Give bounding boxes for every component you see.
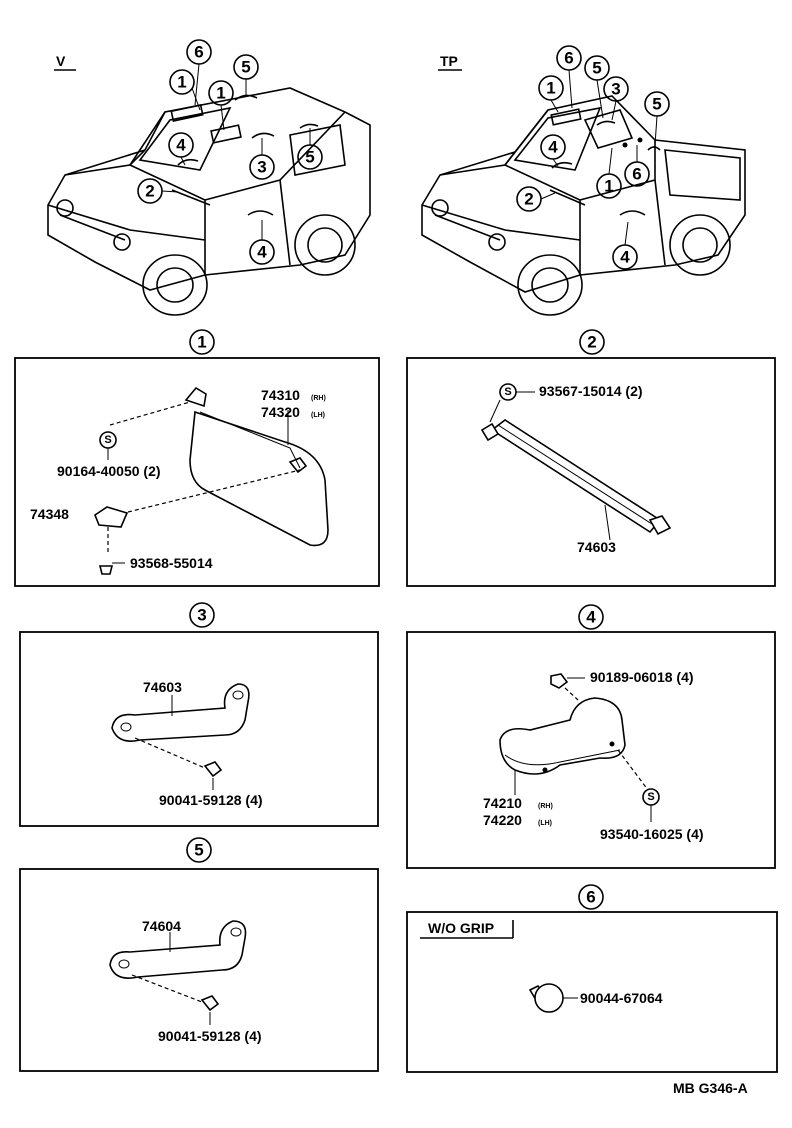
svg-text:6: 6 (632, 165, 641, 184)
section-1-number: 1 (197, 333, 206, 352)
assist-grip-74604 (109, 920, 247, 979)
section-6-number: 6 (586, 888, 595, 907)
label-74320: 74320 (261, 404, 300, 420)
svg-text:2: 2 (524, 190, 533, 209)
label-90044-67064: 90044-67064 (580, 990, 663, 1006)
vehicle-v: V 6 1 1 5 4 3 (47, 39, 371, 316)
svg-text:1: 1 (604, 177, 613, 196)
vehicle-tp: TP 6 5 1 3 5 4 1 (421, 45, 746, 316)
label-74210: 74210 (483, 795, 522, 811)
section-5-number: 5 (194, 841, 203, 860)
vehicle-v-callouts: 6 1 1 5 4 3 5 2 4 (137, 39, 323, 265)
svg-text:2: 2 (145, 182, 154, 201)
section-3: 3 74603 90041-59128 (4) (19, 602, 379, 827)
svg-text:1: 1 (216, 84, 225, 103)
label-90041-59128-b: 90041-59128 (4) (158, 1028, 262, 1044)
label-90041-59128-a: 90041-59128 (4) (159, 792, 263, 808)
label-93567-15014: 93567-15014 (2) (539, 383, 643, 399)
section-2-number: 2 (587, 333, 596, 352)
section-1: 1 S 74310 (RH) 74320 (LH) 90164-40050 (2… (14, 329, 380, 587)
label-74310-suffix: (RH) (311, 395, 326, 402)
svg-text:S: S (104, 434, 111, 446)
svg-text:4: 4 (620, 248, 630, 267)
section-3-number: 3 (197, 606, 206, 625)
grip-screw-5 (200, 995, 220, 1012)
label-74220-suffix: (LH) (538, 820, 552, 827)
vehicle-v-label: V (56, 53, 66, 69)
assist-grip-74603 (111, 683, 250, 742)
vehicle-tp-label: TP (440, 53, 458, 69)
svg-text:S: S (504, 386, 511, 398)
label-90164-40050: 90164-40050 (2) (57, 463, 161, 479)
svg-text:3: 3 (611, 80, 620, 99)
label-74603-grip: 74603 (143, 679, 182, 695)
section-4-number: 4 (586, 608, 596, 627)
plug-90044 (534, 983, 564, 1013)
svg-text:6: 6 (194, 43, 203, 62)
svg-text:5: 5 (241, 58, 250, 77)
svg-text:4: 4 (548, 138, 558, 157)
vehicle-tp-callouts: 6 5 1 3 5 4 1 6 2 4 (516, 45, 670, 270)
label-93568-55014: 93568-55014 (130, 555, 213, 571)
label-74348: 74348 (30, 506, 69, 522)
visor-screw (98, 565, 114, 575)
svg-text:1: 1 (546, 79, 555, 98)
section-5: 5 74604 90041-59128 (4) (19, 837, 379, 1072)
label-93540-16025: 93540-16025 (4) (600, 826, 704, 842)
label-74603-rod: 74603 (577, 539, 616, 555)
label-74310: 74310 (261, 387, 300, 403)
label-74320-suffix: (LH) (311, 412, 325, 419)
figure-code: MB G346-A (673, 1080, 748, 1096)
section-6: 6 W/O GRIP 90044-67064 (406, 884, 778, 1073)
svg-text:S: S (647, 791, 654, 803)
label-74604: 74604 (142, 918, 181, 934)
nut-90189 (550, 673, 569, 689)
svg-text:5: 5 (592, 59, 601, 78)
label-74220: 74220 (483, 812, 522, 828)
svg-text:3: 3 (257, 158, 266, 177)
section-4: 4 S 90189-06018 (4) 74210 (RH) 74220 (LH… (406, 604, 776, 869)
svg-text:4: 4 (257, 243, 267, 262)
sun-visor (189, 410, 329, 547)
svg-text:6: 6 (564, 49, 573, 68)
svg-text:5: 5 (652, 95, 661, 114)
section-2: 2 S 93567-15014 (2) 74603 (406, 329, 776, 587)
visor-holder (94, 506, 129, 528)
svg-text:5: 5 (305, 148, 314, 167)
label-74210-suffix: (RH) (538, 803, 553, 810)
svg-text:1: 1 (177, 73, 186, 92)
label-wo-grip: W/O GRIP (428, 920, 494, 936)
grip-screw-3 (203, 761, 223, 778)
label-90189-06018: 90189-06018 (4) (590, 669, 694, 685)
svg-text:4: 4 (176, 136, 186, 155)
door-grip (499, 697, 626, 775)
